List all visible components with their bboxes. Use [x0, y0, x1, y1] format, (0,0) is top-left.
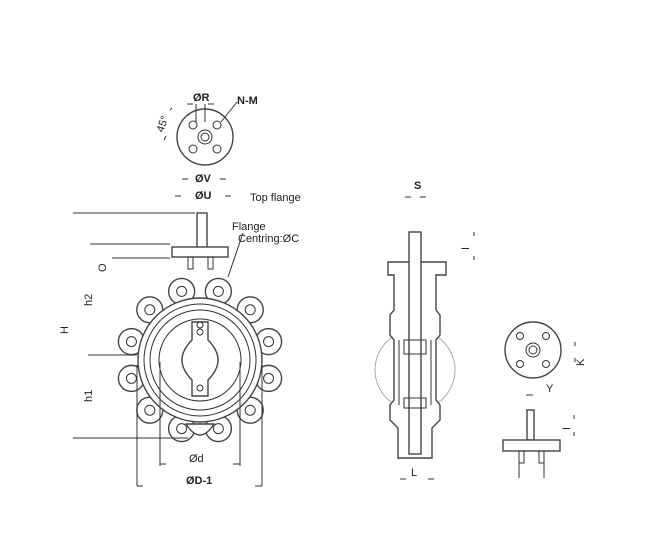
- lug-bolt-hole: [263, 372, 275, 384]
- label-top-flange: Top flange: [250, 192, 301, 204]
- lug-bolt-hole: [263, 336, 275, 348]
- label-u: ØU: [195, 190, 212, 202]
- front-view: [73, 212, 283, 487]
- label-flange: Flange: [232, 221, 266, 233]
- lug-bolt-hole: [125, 372, 137, 384]
- label-l: L: [411, 467, 417, 479]
- label-o: O: [97, 263, 109, 272]
- label-s: S: [414, 180, 421, 192]
- label-i-bottom: I: [561, 427, 573, 430]
- side-view: [374, 196, 475, 480]
- label-nm: N-M: [237, 95, 258, 107]
- lug-bolt-hole: [176, 285, 188, 297]
- label-angle: 45°: [155, 114, 172, 134]
- lug-bolt-hole: [176, 423, 188, 435]
- label-d: Ød: [189, 453, 204, 465]
- lug-bolt-hole: [144, 404, 156, 416]
- bottom-flange-view: [502, 321, 576, 478]
- lug-bolt-hole: [212, 285, 224, 297]
- top-flange-view: [163, 101, 238, 197]
- label-v: ØV: [195, 173, 212, 185]
- label-r: ØR: [193, 92, 210, 104]
- label-h: H: [59, 326, 71, 334]
- label-i-top: I: [460, 247, 472, 250]
- label-h2: h2: [83, 294, 95, 306]
- label-h1: h1: [83, 390, 95, 402]
- lug-bolt-hole: [244, 404, 256, 416]
- label-y: Y: [546, 383, 554, 395]
- label-centring: Centring:ØC: [238, 233, 299, 245]
- lug-bolt-hole: [125, 336, 137, 348]
- lug-bolt-hole: [212, 423, 224, 435]
- lug-bolt-hole: [144, 304, 156, 316]
- label-d1: ØD-1: [186, 475, 212, 487]
- lug-bolt-hole: [244, 304, 256, 316]
- label-k: K: [575, 358, 587, 366]
